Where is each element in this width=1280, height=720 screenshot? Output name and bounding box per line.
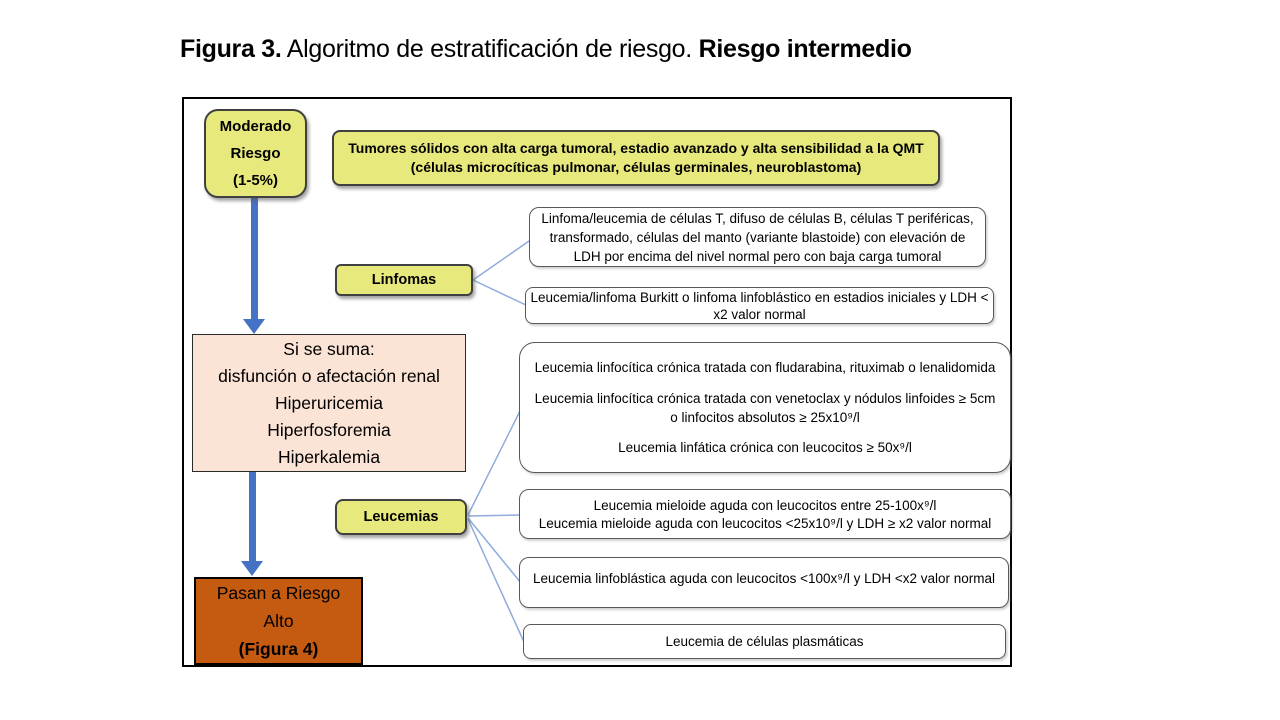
figure-title-number: Figura 3. [180,35,282,63]
leucemia-item-4: Leucemia de células plasmáticas [523,624,1006,659]
moderado-line-2: Riesgo [230,145,281,162]
down-arrow-2-head [241,561,263,576]
si-se-suma-line-1: Si se suma: [283,338,375,359]
leucemias-node-label: Leucemias [363,509,439,525]
leucemia-item-3: Leucemia linfoblástica aguda con leucoci… [519,557,1009,608]
si-se-suma-note: Si se suma: disfunción o afectación rena… [192,334,466,472]
leucemia-item-3-text: Leucemia linfoblástica aguda con leucoci… [532,571,996,586]
moderado-line-3: (1-5%) [232,172,278,189]
pasan-figura-4: (Figura 4) [238,639,319,659]
moderado-line-1: Moderado [219,118,292,135]
linfomas-node: Linfomas [335,264,473,296]
linfomas-node-label: Linfomas [371,272,437,288]
leucemia-group-2: Leucemia mieloide aguda con leucocitos e… [519,489,1011,539]
linfoma-item-1-text: Linfoma/leucemia de células T, difuso de… [541,210,974,264]
figure-title: Figura 3. Algoritmo de estratificación d… [180,35,912,64]
tumores-solidos-node: Tumores sólidos con alta carga tumoral, … [332,130,940,186]
linfoma-item-2-text: Leucemia/linfoma Burkitt o linfoma linfo… [530,289,989,322]
down-arrow-2 [249,472,256,562]
moderado-riesgo-node: Moderado Riesgo (1-5%) [204,109,307,198]
tumores-line-2: (células microcíticas pulmonar, células … [410,159,862,175]
si-se-suma-line-2: disfunción o afectación renal [218,365,440,386]
down-arrow-1 [251,198,258,320]
leucemia-group-2-item-2: Leucemia mieloide aguda con leucocitos <… [538,516,992,531]
pasan-line-2: Alto [263,611,294,631]
leucemia-group-1-item-3: Leucemia linfática crónica con leucocito… [618,439,912,455]
tumores-line-1: Tumores sólidos con alta carga tumoral, … [348,140,924,156]
figure-title-emphasis: Riesgo intermedio [698,35,912,63]
leucemia-group-1-item-2: Leucemia linfocítica crónica tratada con… [534,390,996,425]
figure-title-text: Algoritmo de estratificación de riesgo. [281,35,699,63]
leucemia-group-1-item-1: Leucemia linfocítica crónica tratada con… [534,360,996,376]
leucemia-group-1: Leucemia linfocítica crónica tratada con… [519,342,1011,473]
linfoma-item-2: Leucemia/linfoma Burkitt o linfoma linfo… [525,287,994,324]
algorithm-frame: Moderado Riesgo (1-5%) Tumores sólidos c… [182,97,1012,667]
linfoma-item-1: Linfoma/leucemia de células T, difuso de… [529,207,986,267]
leucemias-node: Leucemias [335,499,467,535]
connector-lines [467,238,533,643]
pasan-riesgo-alto-node: Pasan a Riesgo Alto (Figura 4) [194,577,363,665]
down-arrow-1-head [243,319,265,334]
si-se-suma-line-5: Hiperkalemia [277,446,381,467]
leucemia-item-4-text: Leucemia de células plasmáticas [665,634,864,649]
leucemia-group-2-item-1: Leucemia mieloide aguda con leucocitos e… [593,498,937,513]
pasan-line-1: Pasan a Riesgo [216,583,341,603]
si-se-suma-line-3: Hiperuricemia [275,392,383,413]
si-se-suma-line-4: Hiperfosforemia [267,419,391,440]
